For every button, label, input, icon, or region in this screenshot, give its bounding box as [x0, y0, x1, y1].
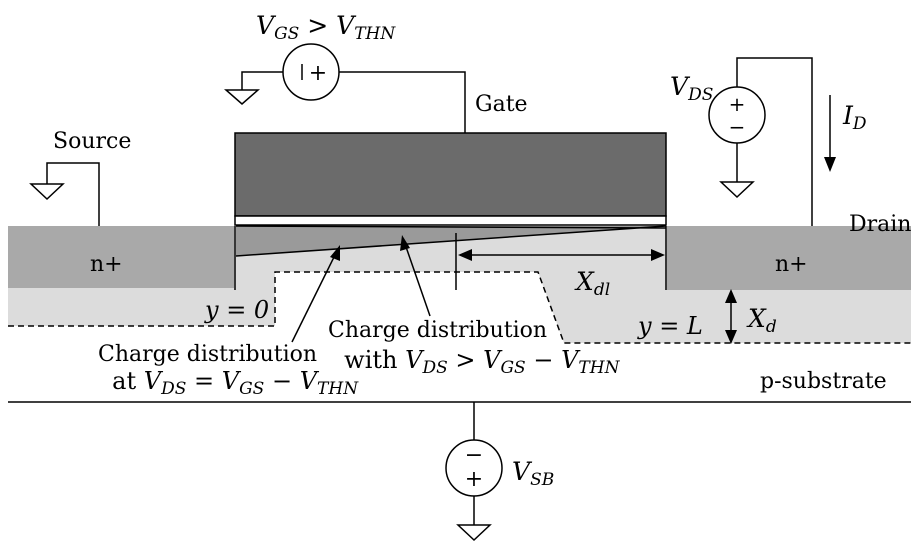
- charge-dist-pinchoff-pointer: [291, 252, 337, 343]
- charge-dist-saturation-arrowhead: [400, 235, 410, 251]
- gate-ground-symbol: [224, 89, 260, 105]
- charge-dist-pinchoff-arrowhead: [330, 245, 340, 261]
- n-plus-source-region: [8, 226, 234, 288]
- source-ground-symbol: [29, 183, 65, 201]
- vds-plus-mark: +: [729, 92, 746, 116]
- gate-electrode: [234, 132, 667, 217]
- channel-edge-line-pinchoff: [235, 225, 667, 229]
- charge-dist-saturation-line1: Charge distribution: [328, 318, 547, 343]
- charge-dist-pinchoff-line1: Charge distribution: [98, 342, 317, 367]
- xdl-arrowhead-left: [458, 249, 472, 261]
- y-L-label: y = L: [637, 312, 703, 340]
- drain-current-label: ID: [842, 101, 867, 134]
- vgs-plus-mark: +: [309, 61, 327, 86]
- gate-label: Gate: [475, 92, 528, 117]
- charge-dist-saturation-pointer: [404, 243, 431, 317]
- xd-arrowhead-top: [725, 289, 737, 303]
- charge-dist-saturation-line2: with VDS > VGS − VTHN: [306, 346, 642, 379]
- n-plus-drain-region: [667, 226, 911, 290]
- vsb-ground-symbol: [456, 524, 492, 542]
- y-zero-label: y = 0: [204, 296, 269, 324]
- channel-edge-line-saturation: [235, 225, 667, 257]
- vds-minus-mark: −: [729, 115, 746, 139]
- vds-label: VDS: [670, 72, 713, 105]
- xdl-label: Xdl: [574, 267, 610, 300]
- charge-dist-pinchoff-line2: at VDS = VGS − VTHN: [74, 367, 381, 400]
- vds-ground-symbol: [719, 181, 755, 199]
- gate-oxide: [234, 215, 667, 226]
- xd-label: Xd: [746, 304, 777, 337]
- xdl-arrowhead-right: [651, 249, 665, 261]
- source-wire: [46, 162, 100, 226]
- vgs-condition-label: VGS > VTHN: [256, 11, 396, 44]
- n-plus-drain-label: n+: [775, 252, 808, 277]
- p-substrate-label: p-substrate: [760, 369, 887, 394]
- n-plus-source-label: n+: [90, 252, 123, 277]
- drain-label: Drain: [849, 212, 911, 237]
- vsb-minus-mark: −: [465, 443, 483, 468]
- vds-top-wire: [736, 57, 813, 226]
- source-label: Source: [53, 129, 131, 154]
- depletion-boundary: [8, 271, 911, 344]
- vsb-label: VSB: [512, 457, 554, 490]
- drain-current-arrowhead: [824, 157, 836, 172]
- gate-ground-wire: [241, 71, 283, 90]
- vsb-plus-mark: +: [465, 467, 483, 492]
- gate-wire: [339, 71, 466, 133]
- xd-arrowhead-bottom: [725, 330, 737, 344]
